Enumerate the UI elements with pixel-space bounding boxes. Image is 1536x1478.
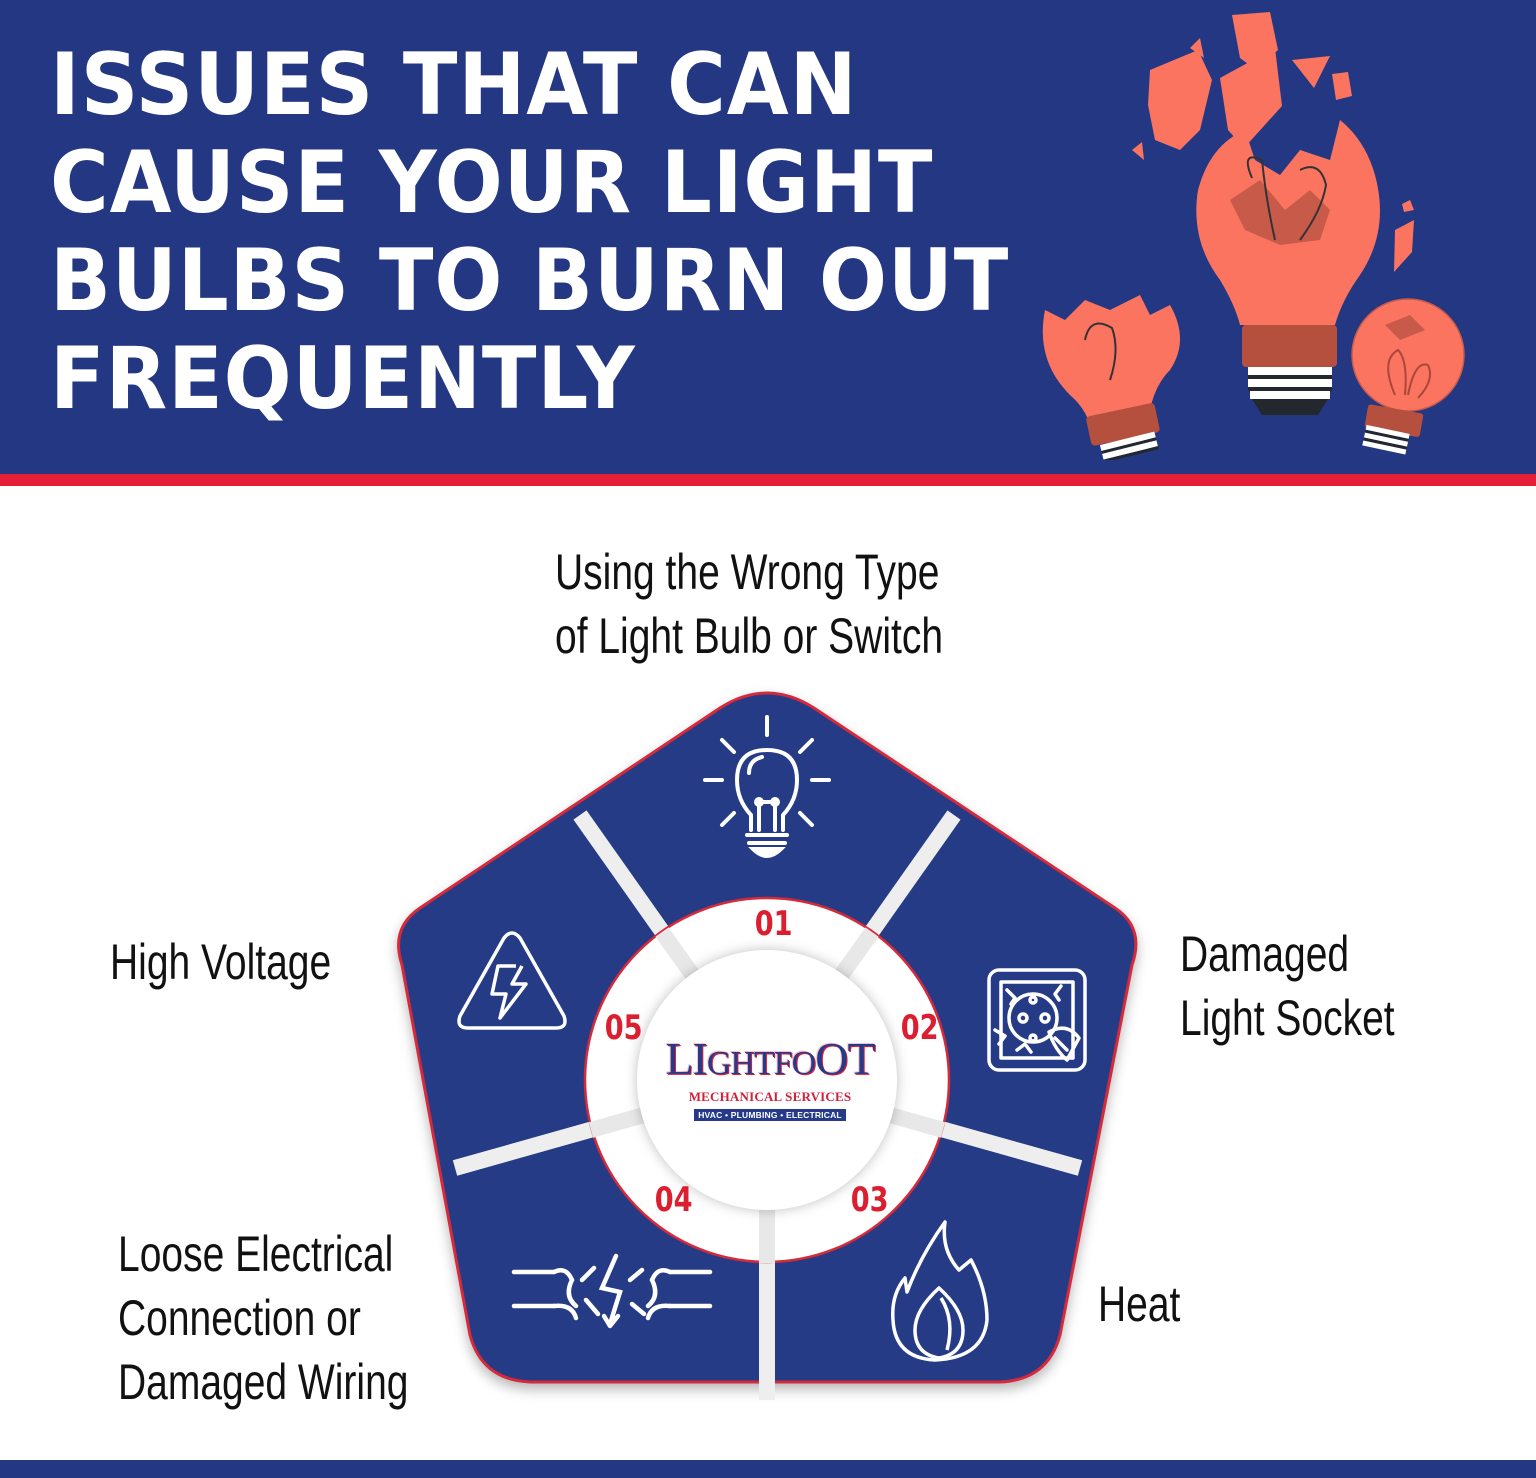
page-title: ISSUES THAT CAN CAUSE YOUR LIGHT BULBS T…: [50, 35, 1010, 429]
issue-05-line-1: High Voltage: [110, 934, 332, 990]
issue-02-line-2: Light Socket: [1180, 990, 1395, 1046]
issue-label-03: Heat: [1098, 1272, 1180, 1336]
issue-03-line-1: Heat: [1098, 1276, 1181, 1332]
issue-number-03: 03: [850, 1180, 889, 1220]
title-line-3: BULBS TO BURN OUT: [50, 231, 1010, 331]
light-bulb-icon: [703, 715, 831, 858]
high-voltage-warning-icon: [457, 931, 567, 1030]
flame-icon: [891, 1220, 989, 1362]
header-red-stripe: [0, 474, 1536, 486]
issue-04-line-2: Connection or: [118, 1290, 361, 1346]
broken-socket-icon: [987, 968, 1087, 1072]
issue-number-02: 02: [900, 1008, 939, 1048]
issue-label-04: Loose Electrical Connection or Damaged W…: [118, 1222, 408, 1414]
logo-subtitle: MECHANICAL SERVICES: [688, 1089, 852, 1104]
title-line-4: FREQUENTLY: [50, 329, 636, 429]
broken-light-bulbs-icon: [1030, 10, 1490, 463]
small-broken-bulb-left: [1042, 295, 1180, 463]
logo-circle: [637, 950, 897, 1210]
issue-number-04: 04: [654, 1180, 693, 1220]
title-line-2: CAUSE YOUR LIGHT: [50, 133, 934, 233]
issue-number-01: 01: [754, 904, 793, 944]
big-broken-bulb: [1196, 120, 1380, 415]
issue-01-line-1: Using the Wrong Type: [555, 544, 940, 600]
pentagon-diagram: [380, 680, 1160, 1420]
issue-label-01: Using the Wrong Type of Light Bulb or Sw…: [555, 540, 943, 668]
issue-label-05: High Voltage: [110, 930, 331, 994]
footer-bar: [0, 1460, 1536, 1478]
logo-tagline: HVAC • PLUMBING • ELECTRICAL: [694, 1109, 846, 1121]
issue-04-line-1: Loose Electrical: [118, 1226, 394, 1282]
logo-wordmark: LIGHTFOOT: [665, 1033, 875, 1084]
issue-01-line-2: of Light Bulb or Switch: [555, 608, 944, 664]
issue-number-05: 05: [604, 1008, 643, 1048]
company-logo: LIGHTFOOT MECHANICAL SERVICES HVAC • PLU…: [650, 1036, 890, 1123]
small-intact-bulb-right: [1351, 298, 1465, 455]
broken-wire-icon: [511, 1253, 713, 1329]
issue-label-02: Damaged Light Socket: [1180, 922, 1395, 1050]
title-line-1: ISSUES THAT CAN: [50, 35, 858, 135]
header-banner: ISSUES THAT CAN CAUSE YOUR LIGHT BULBS T…: [0, 0, 1536, 474]
issue-02-line-1: Damaged: [1180, 926, 1350, 982]
issue-04-line-3: Damaged Wiring: [118, 1354, 409, 1410]
